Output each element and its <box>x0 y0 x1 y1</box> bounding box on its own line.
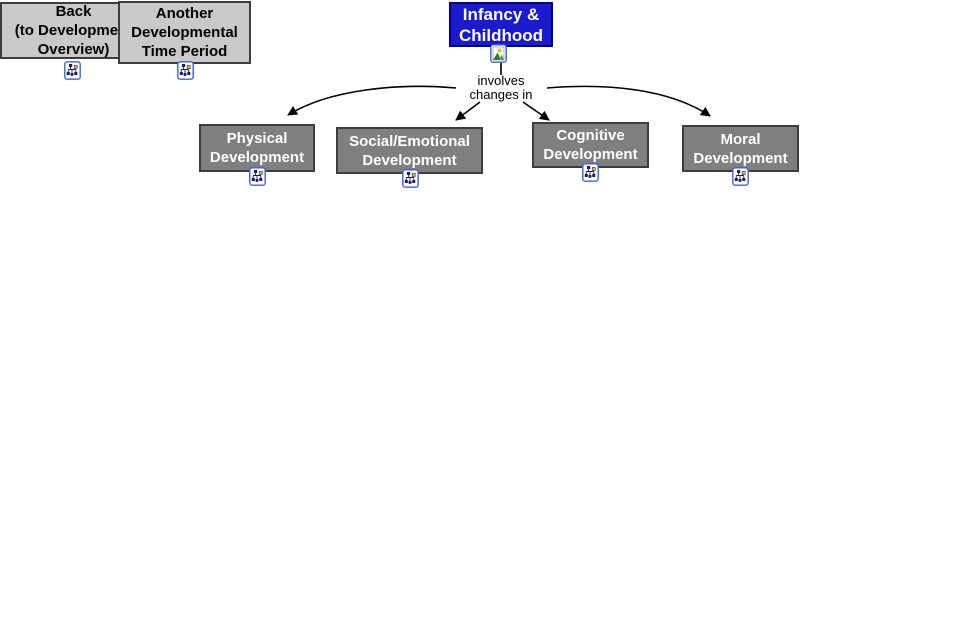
node-cognitive-development[interactable]: Cognitive Development <box>532 122 649 168</box>
node-physical-development[interactable]: Physical Development <box>199 124 315 172</box>
concept-map-link-icon[interactable] <box>402 169 419 188</box>
image-resource-icon[interactable] <box>490 44 507 63</box>
concept-map-link-icon[interactable] <box>177 61 194 80</box>
node-label: Moral Development <box>693 130 788 167</box>
concept-map-link-icon[interactable] <box>732 167 749 186</box>
node-label: Physical Development <box>209 130 305 166</box>
concept-map-link-icon[interactable] <box>64 61 81 80</box>
node-label: Back (to Development Overview) <box>14 3 133 58</box>
concept-map-link-icon[interactable] <box>582 163 599 182</box>
concept-map-link-icon[interactable] <box>249 167 266 186</box>
node-label: Social/Emotional Development <box>349 132 470 169</box>
linking-phrase-involves-changes-in[interactable]: involves changes in <box>469 73 533 102</box>
node-another-developmental-time-period[interactable]: Another Developmental Time Period <box>118 1 251 64</box>
node-moral-development[interactable]: Moral Development <box>682 125 799 172</box>
connector-phrase-to-cognitive <box>522 101 550 121</box>
node-back-to-development-overview[interactable]: Back (to Development Overview) <box>0 2 147 59</box>
node-label: Another Developmental Time Period <box>131 5 238 60</box>
connector-phrase-to-social <box>455 101 481 121</box>
connector-phrase-to-moral <box>546 85 711 117</box>
connector-phrase-to-physical <box>287 85 457 116</box>
node-label: Cognitive Development <box>543 127 638 163</box>
node-label: Infancy & Childhood <box>458 4 544 45</box>
node-social-emotional-development[interactable]: Social/Emotional Development <box>336 127 483 174</box>
node-infancy-and-childhood[interactable]: Infancy & Childhood <box>449 2 553 47</box>
